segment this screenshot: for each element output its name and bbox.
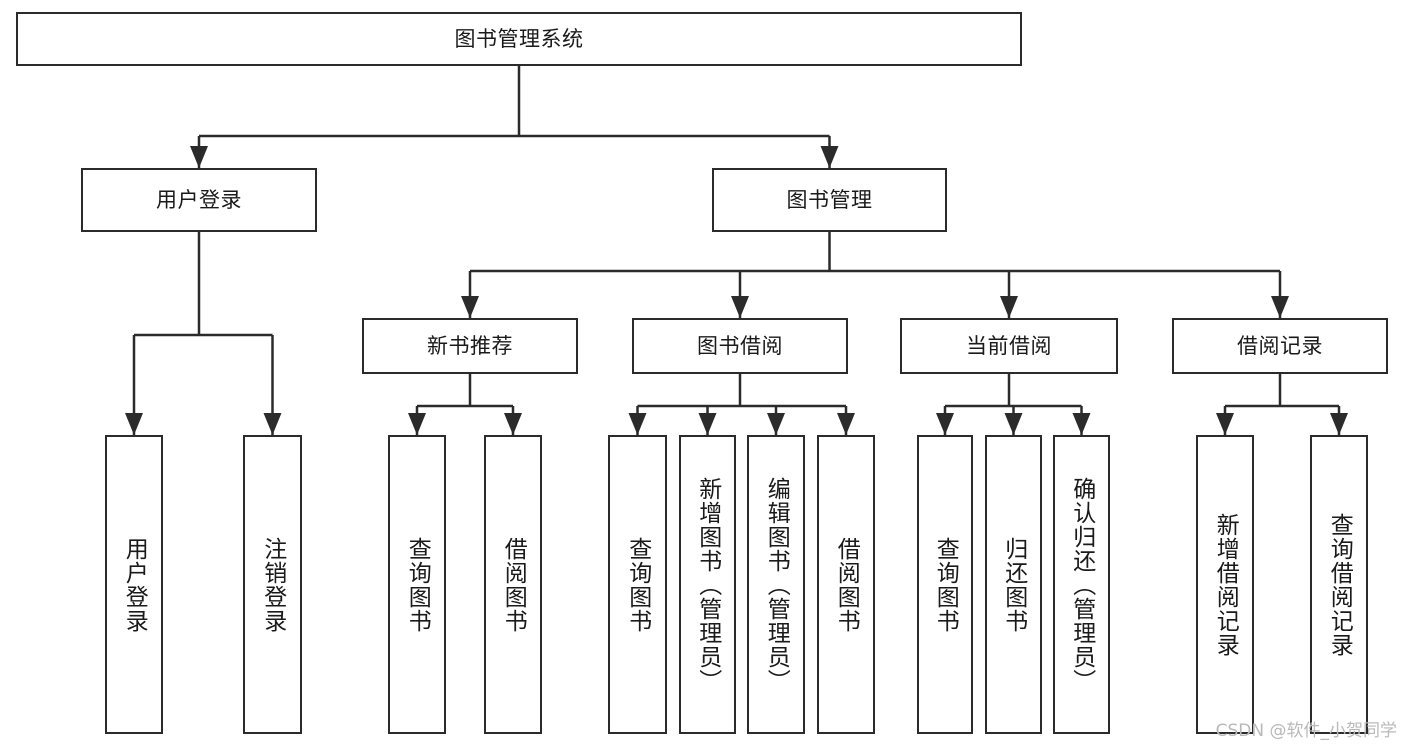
arrowhead (1072, 413, 1091, 435)
node-label: 借阅图书 (500, 536, 527, 633)
node-label: 查询图书 (404, 536, 431, 633)
node-label: 查询借阅记录 (1326, 512, 1353, 657)
node-label: 借阅记录 (1237, 333, 1323, 358)
node-label: 图书管理 (786, 187, 873, 212)
arrowhead (731, 296, 749, 318)
arrowhead (263, 413, 282, 435)
node-r-add[interactable]: 新增借阅记录 (1196, 435, 1254, 734)
node-l-logout[interactable]: 注销登录 (243, 435, 302, 734)
node-b-edit[interactable]: 编辑图书（管理员） (747, 435, 805, 734)
node-b-query[interactable]: 查询图书 (608, 435, 667, 734)
arrowhead (698, 413, 717, 435)
node-label: 编辑图书（管理员） (763, 476, 790, 693)
node-label: 图书管理系统 (454, 26, 584, 51)
node-borrow[interactable]: 图书借阅 (632, 318, 848, 374)
node-n-query[interactable]: 查询图书 (388, 435, 446, 734)
arrowhead (628, 413, 647, 435)
node-label: 用户登录 (156, 187, 242, 212)
arrowhead (936, 413, 954, 435)
arrowhead (1216, 413, 1234, 435)
arrowhead (1271, 296, 1289, 318)
node-label: 用户登录 (121, 536, 148, 633)
arrowhead (461, 296, 479, 318)
node-login[interactable]: 用户登录 (81, 168, 317, 232)
node-b-lend[interactable]: 借阅图书 (817, 435, 875, 734)
watermark: CSDN @软件_小贺同学 (1215, 721, 1397, 741)
node-label: 确认归还（管理员） (1068, 476, 1095, 693)
node-label: 新增图书（管理员） (694, 476, 721, 693)
arrowhead (837, 413, 855, 435)
arrowhead (504, 413, 522, 435)
node-label: 图书借阅 (697, 333, 783, 358)
node-b-add[interactable]: 新增图书（管理员） (679, 435, 736, 734)
node-label: 归还图书 (1000, 536, 1027, 633)
node-current[interactable]: 当前借阅 (900, 318, 1118, 374)
arrowhead (408, 413, 426, 435)
node-label: 借阅图书 (833, 536, 860, 633)
node-n-borrow[interactable]: 借阅图书 (484, 435, 542, 734)
node-label: 当前借阅 (966, 333, 1052, 358)
arrowhead (125, 413, 143, 435)
node-l-login[interactable]: 用户登录 (105, 435, 163, 734)
node-c-query[interactable]: 查询图书 (917, 435, 973, 734)
arrowhead (190, 146, 208, 168)
node-c-return[interactable]: 归还图书 (985, 435, 1042, 734)
node-label: 新增借阅记录 (1212, 512, 1239, 657)
arrowhead (1004, 413, 1023, 435)
node-label: 注销登录 (259, 536, 286, 633)
node-c-confirm[interactable]: 确认归还（管理员） (1053, 435, 1110, 734)
node-bookmgmt[interactable]: 图书管理 (712, 168, 947, 232)
node-label: 查询图书 (624, 536, 651, 633)
node-label: 新书推荐 (427, 333, 513, 358)
arrowhead (820, 146, 839, 168)
node-newrec[interactable]: 新书推荐 (362, 318, 578, 374)
node-root[interactable]: 图书管理系统 (16, 12, 1022, 66)
node-records[interactable]: 借阅记录 (1172, 318, 1388, 374)
node-label: 查询图书 (932, 536, 959, 633)
arrowhead (767, 413, 785, 435)
node-r-query[interactable]: 查询借阅记录 (1310, 435, 1368, 734)
arrowhead (1000, 296, 1018, 318)
arrowhead (1330, 413, 1348, 435)
